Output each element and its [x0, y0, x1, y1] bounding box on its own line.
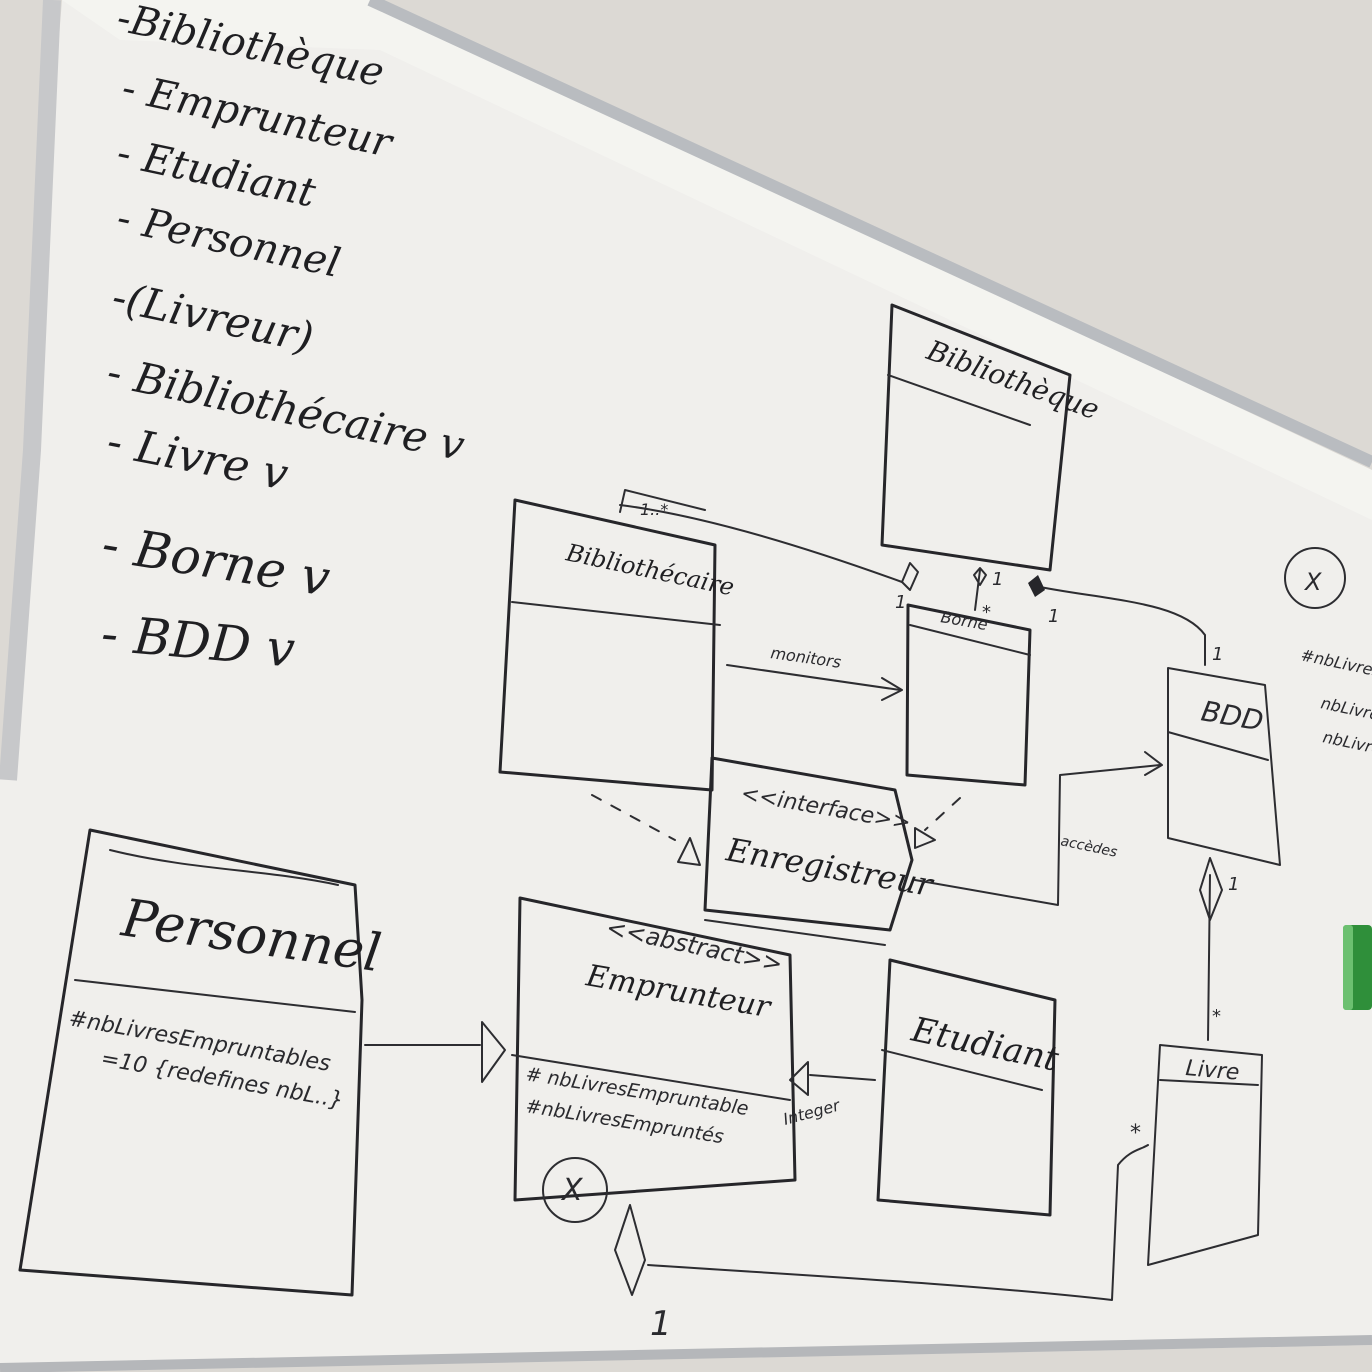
- multiplicity: *: [1212, 1006, 1221, 1027]
- multiplicity: 1: [1048, 606, 1059, 627]
- board-frame-top: [367, 0, 1372, 468]
- multiplicity: *: [982, 602, 991, 623]
- class-livre: Livre: [1147, 1044, 1263, 1266]
- multiplicity: *: [1130, 1121, 1141, 1146]
- abstract-mark: X: [560, 1173, 584, 1208]
- board-frame-left: [0, 0, 61, 781]
- multiplicity: 1: [1212, 644, 1223, 665]
- class-name: Livre: [1184, 1056, 1240, 1086]
- multiplicity: 1: [992, 569, 1003, 590]
- multiplicity: 1: [650, 1304, 672, 1344]
- multiplicity: 1: [1228, 874, 1239, 895]
- multiplicity: 1: [895, 592, 906, 613]
- circle-mark: X: [1303, 568, 1322, 596]
